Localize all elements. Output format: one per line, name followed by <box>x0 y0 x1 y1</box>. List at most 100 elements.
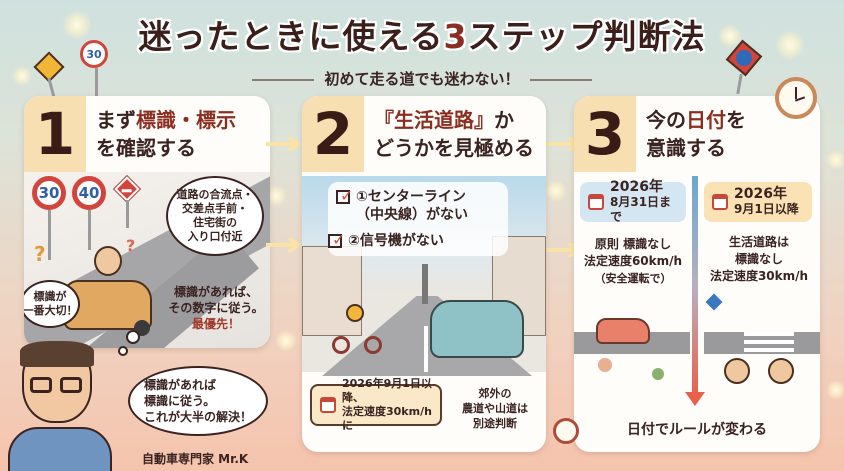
note-emphasis: 最優先！ <box>191 317 240 331</box>
speed-sign-40-icon: 40 <box>72 176 106 210</box>
pedestrian <box>598 358 612 372</box>
date-note-line: 2026年9月1日以降、 <box>342 377 432 404</box>
step1-note: 標識があれば、 その数字に従う。 最優先！ <box>164 284 268 332</box>
expert-avatar <box>8 341 112 471</box>
checklist-item: ✓ ①センターライン （中央線）がない <box>336 188 468 224</box>
clock-icon <box>553 418 579 444</box>
timeline-bar <box>692 176 698 396</box>
sparkle <box>265 185 287 207</box>
sparkle <box>775 30 805 60</box>
heading-text: か <box>494 108 514 132</box>
sparkle <box>545 180 567 202</box>
happy-person <box>724 358 750 384</box>
rural-note: 郊外の 農道や山道は 別途判断 <box>450 386 540 431</box>
heading-highlight: 標識・標示 <box>136 108 236 132</box>
divider <box>252 78 315 81</box>
bicycle-wheel <box>332 336 350 354</box>
speech-line: これが大半の解決！ <box>143 410 252 424</box>
sign-post <box>126 200 129 228</box>
bicycle-wheel <box>364 336 382 354</box>
driver-speech-bubble: 標識が一番大切！ <box>24 280 80 328</box>
step2-heading: 『生活道路』か どうかを見極める <box>374 106 534 162</box>
house <box>302 246 362 336</box>
arrow-down-icon <box>685 392 705 406</box>
step1-card: 1 まず標識・標示 を確認する 30 40 道路の合流点・交差点手前・住宅街の入… <box>24 96 270 348</box>
title-prefix: 迷ったときに使える <box>138 17 444 56</box>
heading-text: 今の <box>646 108 686 132</box>
expert-speech-bubble: 標識があれば 標識に従う。 これが大半の解決！ <box>128 366 268 436</box>
checklist-panel: ✓ ①センターライン （中央線）がない ✓ ②信号機がない <box>328 182 508 256</box>
speed-value: 40 <box>78 184 100 202</box>
rule-line: （安全運転で） <box>594 272 672 285</box>
driver-head <box>94 246 122 276</box>
step2-card: 2 『生活道路』か どうかを見極める ✓ ①センターライン （中央線）がない ✓ <box>302 96 546 452</box>
note-line: 別途判断 <box>473 417 517 430</box>
step-number: 1 <box>34 100 76 168</box>
sparkle <box>12 66 32 86</box>
arrow-right-icon <box>266 238 302 252</box>
date-note-box: 2026年9月1日以降、法定速度30km/hに <box>310 377 442 432</box>
step1-heading: まず標識・標示 を確認する <box>96 106 236 162</box>
lane-marking <box>424 326 428 372</box>
checkbox-checked-icon: ✓ <box>328 232 345 248</box>
step-number: 2 <box>312 100 354 168</box>
step2-number-badge: 2 <box>302 96 364 172</box>
rule-line: 標識なし <box>734 252 783 266</box>
speed-value: 30 <box>38 184 60 202</box>
callout-line: 交差点手前・ <box>182 202 248 215</box>
step2-scene: ✓ ①センターライン （中央線）がない ✓ ②信号機がない <box>302 176 546 376</box>
heading-text: を確認する <box>96 136 196 160</box>
step-number: 3 <box>584 100 626 168</box>
child-cyclist <box>346 304 364 322</box>
subtitle: 初めて走る道でも迷わない！ <box>0 68 844 89</box>
page-title: 迷ったときに使える3ステップ判断法 <box>0 10 844 58</box>
question-mark-icon: ? <box>34 242 46 266</box>
step1-number-badge: 1 <box>24 96 86 172</box>
rule-line: 法定速度30km/h <box>709 269 809 283</box>
arrow-right-icon <box>266 137 302 151</box>
after-rule: 生活道路は 標識なし 法定速度30km/h <box>702 234 816 285</box>
heading-text: まず <box>96 108 136 132</box>
rule-line: 生活道路は <box>728 235 789 249</box>
title-number: 3 <box>443 17 468 56</box>
heading-text: どうかを見極める <box>374 136 534 160</box>
callout-line: 道路の合流点・ <box>176 188 254 201</box>
heading-highlight: 日付 <box>686 108 726 132</box>
question-mark-icon: ? <box>126 236 136 255</box>
sign-post <box>88 210 91 250</box>
calendar-icon <box>320 397 336 413</box>
subtitle-text: 初めて走る道でも迷わない！ <box>324 70 520 88</box>
bubble-line: 一番大切！ <box>24 304 78 317</box>
heading-text: を <box>726 108 746 132</box>
step3-footer: 日付でルールが変わる <box>627 422 767 438</box>
no-entry-sign-icon <box>114 176 140 202</box>
before-rule: 原則 標識なし 法定速度60km/h （安全運転で） <box>576 236 690 287</box>
checklist-label: ①センターライン <box>356 189 466 205</box>
speed-sign-30-icon: 30 <box>32 176 66 210</box>
clock-icon <box>775 77 817 119</box>
thought-dot <box>118 346 128 356</box>
heading-highlight: 『生活道路』 <box>374 108 494 132</box>
heading-text: 意識する <box>646 136 726 160</box>
calendar-icon <box>588 194 604 210</box>
location-callout: 道路の合流点・交差点手前・住宅街の入り口付近 <box>166 176 264 256</box>
checkbox-checked-icon: ✓ <box>336 188 353 204</box>
pedestrian <box>652 368 664 380</box>
sparkle <box>826 380 844 400</box>
calendar-icon <box>712 194 728 210</box>
note-line: 郊外の <box>478 387 512 400</box>
step3-number-badge: 3 <box>574 96 636 172</box>
sparkle <box>62 10 92 40</box>
checklist-label: （中央線）がない <box>356 207 468 223</box>
rule-line: 原則 標識なし <box>594 237 672 251</box>
date-note-line: 法定速度30km/hに <box>342 405 432 432</box>
checklist-item: ✓ ②信号機がない <box>328 232 444 250</box>
speech-line: 標識があれば <box>143 378 216 392</box>
car <box>430 300 524 358</box>
speed-limit-sign-icon: 30 <box>80 40 108 68</box>
step1-scene: 30 40 道路の合流点・交差点手前・住宅街の入り口付近 ? ? 標識が一番大切… <box>24 172 270 348</box>
sign-post <box>48 210 51 260</box>
